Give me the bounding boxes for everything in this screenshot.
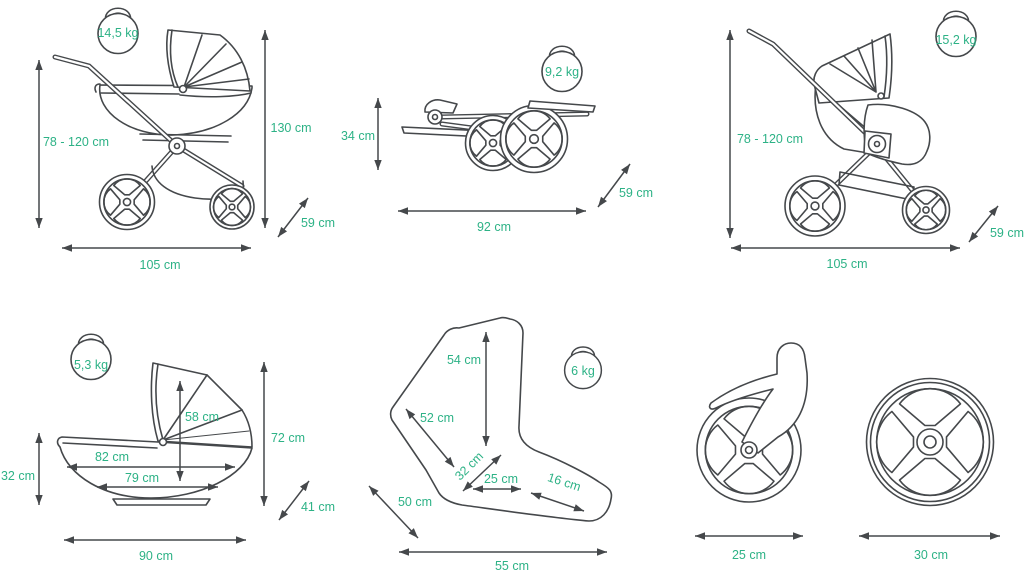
label-stroller-weight: 15,2 kg <box>935 33 976 47</box>
dimension-arrow-width <box>368 485 419 539</box>
rear-wheel-drawing <box>209 184 255 230</box>
diagram-stroller-with-carrycot: 14,5 kg 78 - 120 cm 130 cm 59 cm 105 cm <box>35 7 335 272</box>
label-carrycot-length: 90 cm <box>139 549 173 563</box>
diagram-carrycot: 5,3 kg 58 cm 82 cm 79 cm 32 cm 72 cm 41 … <box>1 333 335 563</box>
dimension-arrow-width <box>968 205 999 243</box>
label-front-wheel-diameter: 25 cm <box>732 548 766 562</box>
label-pram-length: 105 cm <box>140 258 181 272</box>
label-car-seat-width: 50 cm <box>398 495 432 509</box>
dimension-arrow-seat-depth <box>462 454 502 492</box>
front-swivel-wheel-drawing <box>696 342 809 503</box>
folded-chassis-drawing <box>401 99 596 174</box>
front-wheel-drawing <box>99 174 155 230</box>
label-stroller-length: 105 cm <box>827 257 868 271</box>
dimension-arrow-foot-length <box>530 492 585 512</box>
label-pram-weight: 14,5 kg <box>97 26 138 40</box>
rear-wheel-drawing <box>499 104 569 174</box>
pram-drawing <box>52 29 255 230</box>
diagram-car-seat: 6 kg 54 cm 52 cm 32 cm 25 cm 16 cm 50 cm… <box>368 316 613 573</box>
stroller-seat-drawing <box>746 28 950 237</box>
label-folded-height: 34 cm <box>341 129 375 143</box>
label-carrycot-width: 41 cm <box>301 500 335 514</box>
label-folded-weight: 9,2 kg <box>545 65 579 79</box>
label-carrycot-total-height: 72 cm <box>271 431 305 445</box>
label-folded-length: 92 cm <box>477 220 511 234</box>
label-carrycot-weight: 5,3 kg <box>74 358 108 372</box>
label-stroller-width: 59 cm <box>990 226 1024 240</box>
diagram-stroller-with-seat: 15,2 kg 78 - 120 cm 59 cm 105 cm <box>726 10 1024 271</box>
front-wheel-drawing <box>784 175 846 237</box>
label-rear-wheel-diameter: 30 cm <box>914 548 948 562</box>
label-pram-handle-height: 78 - 120 cm <box>43 135 109 149</box>
diagram-wheels: 25 cm 30 cm <box>695 342 1000 562</box>
label-stroller-handle-height: 78 - 120 cm <box>737 132 803 146</box>
dimension-arrow-width <box>597 163 631 208</box>
label-carrycot-inner-depth: 58 cm <box>185 410 219 424</box>
car-seat-drawing <box>389 316 613 522</box>
label-folded-width: 59 cm <box>619 186 653 200</box>
dimension-arrow-back-length <box>405 408 455 468</box>
rear-wheel-drawing <box>902 186 950 234</box>
diagram-folded-chassis: 9,2 kg 34 cm 59 cm 92 cm <box>341 45 653 234</box>
rear-wheel-drawing <box>865 377 995 507</box>
dimension-arrow-width <box>277 197 309 238</box>
label-pram-total-height: 130 cm <box>271 121 312 135</box>
label-car-seat-weight: 6 kg <box>571 364 595 378</box>
label-carrycot-shell-height: 32 cm <box>1 469 35 483</box>
label-carrycot-inner-length: 82 cm <box>95 450 129 464</box>
label-carrycot-mattress-length: 79 cm <box>125 471 159 485</box>
label-car-seat-length: 55 cm <box>495 559 529 573</box>
label-pram-width: 59 cm <box>301 216 335 230</box>
kettlebell-weight-icon <box>70 333 112 381</box>
label-car-seat-seat-width: 25 cm <box>484 472 518 486</box>
dimension-arrow-width <box>278 480 310 521</box>
label-car-seat-back-length: 52 cm <box>420 411 454 425</box>
label-car-seat-height: 54 cm <box>447 353 481 367</box>
